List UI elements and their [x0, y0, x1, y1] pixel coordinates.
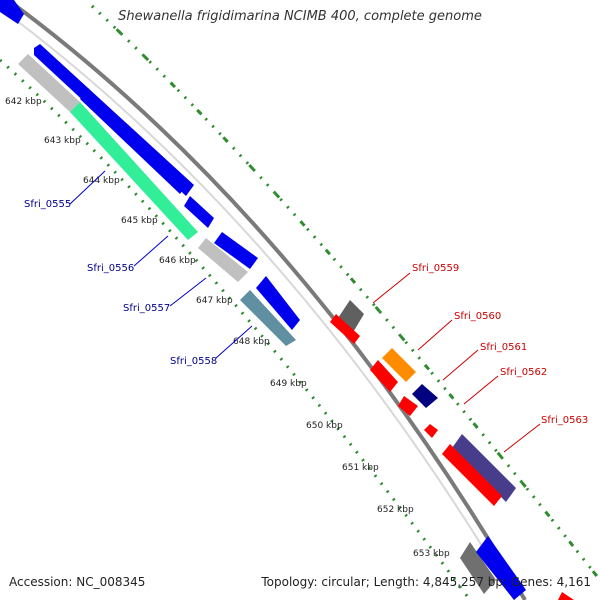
kbp-label: 644 kbp	[83, 176, 120, 186]
callout-line	[417, 319, 453, 351]
gene-bottom-red-corner[interactable]	[558, 592, 574, 600]
callout-line	[133, 235, 169, 267]
gene-sfri-0555-reverse[interactable]	[70, 102, 198, 240]
gene-sfri-0556-reverse[interactable]	[198, 238, 248, 282]
outer-tick-ring	[90, 4, 600, 581]
gene-sfri-0559-forward[interactable]	[338, 300, 364, 334]
gene-sfri-0561-reverse[interactable]	[398, 396, 418, 416]
gene-top-corner[interactable]	[0, 0, 24, 24]
gene-sfri-0557-reverse[interactable]	[240, 290, 296, 346]
gene-sfri-0559-reverse[interactable]	[330, 314, 360, 344]
kbp-label: 643 kbp	[44, 136, 81, 146]
kbp-scale: 642 kbp 643 kbp 644 kbp 645 kbp 646 kbp …	[5, 97, 450, 559]
gene-label-sfri-0563[interactable]: Sfri_0563	[541, 415, 588, 426]
right-gene-labels: Sfri_0559 Sfri_0560 Sfri_0561 Sfri_0562 …	[372, 263, 588, 453]
map-title: Shewanella frigidimarina NCIMB 400, comp…	[118, 9, 482, 24]
gene-bottom-blue[interactable]	[476, 536, 526, 600]
gene-sfri-0563-reverse[interactable]	[442, 444, 502, 506]
callout-line	[442, 349, 479, 381]
kbp-label: 650 kbp	[306, 421, 343, 431]
callout-line	[372, 272, 411, 304]
gene-sfri-0558-forward[interactable]	[256, 276, 300, 330]
gene-features-reverse	[18, 54, 502, 506]
gene-label-sfri-0561[interactable]: Sfri_0561	[480, 342, 527, 353]
gene-sfri-0563-forward[interactable]	[452, 434, 516, 502]
gene-sfri-0560-forward[interactable]	[382, 348, 416, 382]
gene-bottom-grey[interactable]	[460, 542, 496, 594]
genome-summary-text: Topology: circular; Length: 4,845,257 bp…	[261, 575, 591, 589]
kbp-label: 653 kbp	[413, 549, 450, 559]
gene-label-sfri-0559[interactable]: Sfri_0559	[412, 263, 459, 274]
callout-line	[169, 277, 207, 307]
gene-features-forward	[0, 0, 574, 600]
inner-tick-ring	[0, 58, 472, 600]
left-gene-labels: Sfri_0555 Sfri_0556 Sfri_0557 Sfri_0558	[24, 170, 253, 367]
kbp-label: 647 kbp	[196, 296, 233, 306]
gene-label-sfri-0560[interactable]: Sfri_0560	[454, 311, 501, 322]
gene-label-sfri-0562[interactable]: Sfri_0562	[500, 367, 547, 378]
gene-sfri-0556-forward[interactable]	[184, 196, 214, 228]
kbp-label: 651 kbp	[342, 463, 379, 473]
gene-label-sfri-0557[interactable]: Sfri_0557	[123, 303, 170, 314]
callout-line	[463, 375, 499, 405]
outer-major-ticks	[90, 4, 600, 581]
gene-sfri-0557-forward[interactable]	[214, 232, 258, 269]
gene-grey-1[interactable]	[18, 54, 80, 112]
kbp-label: 652 kbp	[377, 505, 414, 515]
accession-text: Accession: NC_008345	[9, 575, 146, 589]
gene-a-forward[interactable]	[80, 88, 186, 194]
callout-line	[69, 170, 106, 205]
genome-backbone-inner	[0, 7, 516, 600]
gene-label-sfri-0555[interactable]: Sfri_0555	[24, 199, 71, 210]
kbp-label: 642 kbp	[5, 97, 42, 107]
kbp-label: 649 kbp	[270, 379, 307, 389]
gene-sfri-0561-forward[interactable]	[412, 384, 438, 408]
gene-label-sfri-0558[interactable]: Sfri_0558	[170, 356, 217, 367]
kbp-label: 646 kbp	[159, 256, 196, 266]
kbp-label: 648 kbp	[233, 337, 270, 347]
callout-line	[503, 423, 541, 453]
callout-line	[215, 325, 253, 359]
kbp-label: 645 kbp	[121, 216, 158, 226]
gene-label-sfri-0556[interactable]: Sfri_0556	[87, 263, 134, 274]
genome-backbone-outer	[6, 0, 527, 600]
gene-sfri-0560-reverse[interactable]	[370, 360, 398, 392]
gene-sfri-0562-reverse[interactable]	[424, 424, 438, 438]
